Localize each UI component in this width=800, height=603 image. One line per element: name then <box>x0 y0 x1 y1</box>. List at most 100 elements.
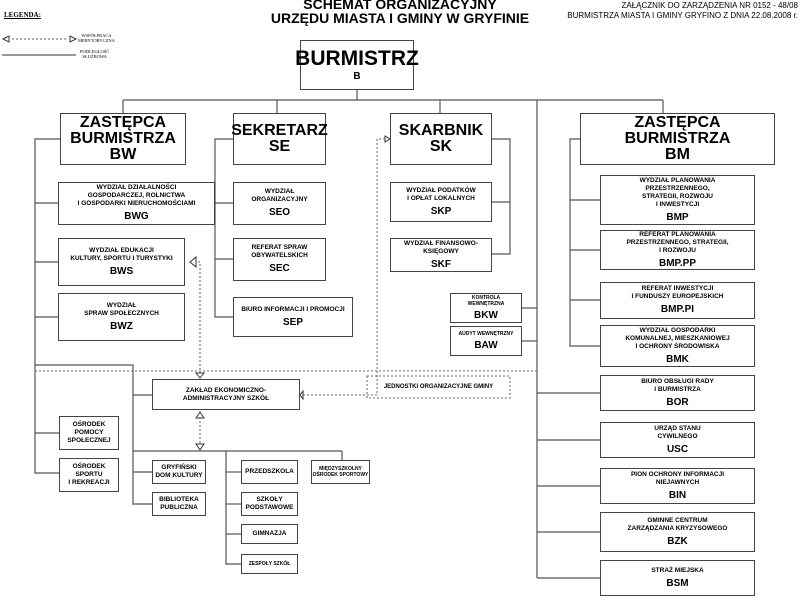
box-line: I ROZWOJU <box>659 246 696 254</box>
box-line: I FUNDUSZY EUROPEJSKICH <box>631 293 724 300</box>
box-line: WYDZIAŁ EDUKACJI <box>89 246 154 254</box>
box-line: NIEJAWNYCH <box>655 478 700 486</box>
box-line: WYDZIAŁ PODATKÓW <box>406 186 476 194</box>
box-line: WYDZIAŁ FINANSOWO- <box>403 239 479 247</box>
box-name: SEKRETARZ <box>231 122 328 139</box>
box-line: REFERAT PLANOWANIA <box>639 230 716 238</box>
box-name: BURMISTRZA <box>70 130 176 147</box>
label-jednostki: JEDNOSTKI ORGANIZACYJNE GMINY <box>383 384 494 390</box>
box-line: DOM KULTURY <box>155 472 203 479</box>
box-line: POMOCY <box>74 429 104 436</box>
box-code: BMK <box>666 353 689 365</box>
box-line: ZAKŁAD EKONOMICZNO- <box>185 386 267 394</box>
box-code: BMP.PI <box>660 304 695 315</box>
note-line: BURMISTRZA MIASTA I GMINY GRYFINO Z DNIA… <box>567 11 798 20</box>
box-line: PRZESTRZENNEGO, <box>645 184 710 192</box>
box-code: SKP <box>430 205 452 217</box>
legend-text: WSPÓŁPRACA <box>81 33 112 38</box>
box-line: WYDZIAŁ <box>264 188 295 195</box>
box-code: BWZ <box>110 320 133 332</box>
box-code: SEP <box>282 316 303 328</box>
box-line: REFERAT SPRAW <box>251 244 308 251</box>
note-line: ZAŁĄCZNIK DO ZARZĄDZENIA NR 0152 - 48/08 <box>621 1 799 10</box>
box-gimnazja: GIMNAZJA <box>241 524 298 544</box>
box-line: BIBLIOTEKA <box>159 496 199 503</box>
box-line: STRAŻ MIEJSKA <box>651 566 704 574</box>
box-line: I OPŁAT LOKALNYCH <box>407 194 475 202</box>
box-line: OŚRODEK <box>72 463 106 470</box>
box-line: WEWNĘTRZNA <box>467 300 505 307</box>
box-przedszkola: PRZEDSZKOLA <box>241 460 298 484</box>
box-line: I OCHRONY ŚRODOWISKA <box>635 342 720 350</box>
box-line: ADMINISTRACYJNY SZKÓŁ <box>182 394 270 402</box>
box-line: ORGANIZACYJNY <box>251 196 308 203</box>
box-code: BKW <box>474 309 498 321</box>
box-line: KULTURY, SPORTU I TURYSTYKI <box>70 254 173 262</box>
box-line: WYDZIAŁ GOSPODARKI <box>639 326 716 334</box>
box-line: CYWILNEGO <box>657 432 698 440</box>
box-code: BM <box>665 146 690 163</box>
box-line: GRYFIŃSKI <box>161 464 197 471</box>
box-code: BMP <box>666 211 689 223</box>
box-code: USC <box>666 443 689 455</box>
box-code: SKF <box>431 258 451 270</box>
box-name: SKARBNIK <box>398 122 484 139</box>
box-code: BOR <box>666 396 689 408</box>
box-code: SK <box>429 138 453 155</box>
box-code: BAW <box>474 339 498 351</box>
box-line: I GOSPODARKI NIERUCHOMOŚCIAMI <box>77 200 196 207</box>
box-code: SEC <box>269 263 290 274</box>
box-line: PUBLICZNA <box>160 504 198 511</box>
box-line: URZĄD STANU <box>654 424 701 432</box>
box-line: WYDZIAŁ <box>106 301 137 309</box>
box-line: MIĘDZYSZKOLNY <box>319 466 362 472</box>
box-code: B <box>353 70 361 82</box>
box-line: I REKREACJI <box>68 479 110 486</box>
box-line: GMINNE CENTRUM <box>647 516 708 524</box>
box-line: OŚRODEK <box>72 421 106 428</box>
box-line: OŚRODEK SPORTOWY <box>312 472 369 478</box>
legend-text: PODLEGŁOŚĆ <box>80 49 110 54</box>
box-line: WYDZIAŁ PLANOWANIA <box>639 176 716 184</box>
box-line: KONTROLA <box>471 294 501 301</box>
box-line: REFERAT INWESTYCJI <box>641 285 714 292</box>
box-code: BWG <box>124 211 149 222</box>
box-skf: WYDZIAŁ FINANSOWO-KSIĘGOWY SKF <box>390 238 492 272</box>
box-line: KOMUNALNEJ, MIESZKANIOWEJ <box>625 334 730 342</box>
box-line: SPRAW SPOŁECZNYCH <box>84 309 159 317</box>
legend-text: SŁUŻBOWA <box>82 54 107 59</box>
box-line: I BURMISTRZA <box>654 385 701 393</box>
box-line: PRZESTRZENNEGO, STRATEGII, <box>626 238 729 246</box>
box-line: OBYWATELSKICH <box>251 252 308 259</box>
box-line: BIURO OBSŁUGI RADY <box>641 377 714 385</box>
box-line: KSIĘGOWY <box>423 247 459 255</box>
box-line: I INWESTYCJI <box>655 200 700 208</box>
